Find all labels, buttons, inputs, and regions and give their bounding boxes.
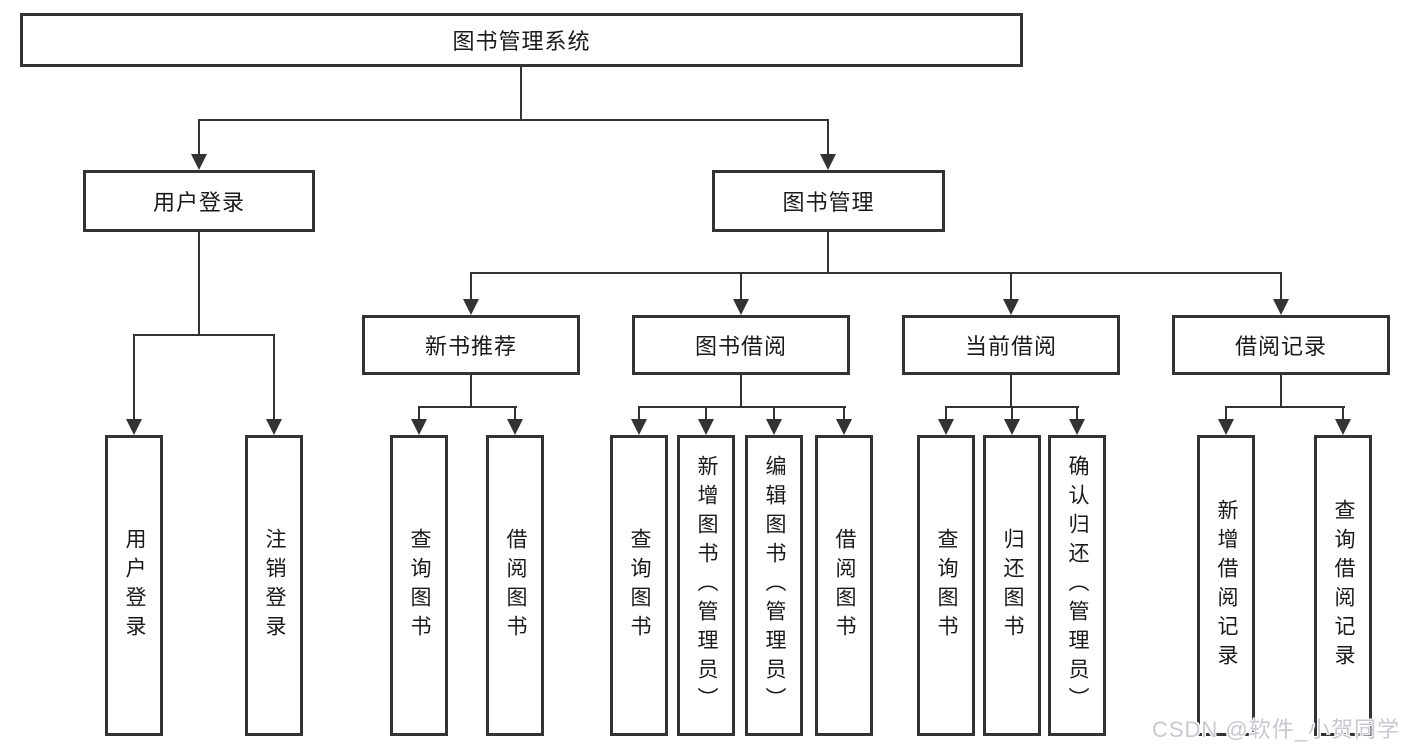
- node-book-borrowing-label: 图书借阅: [694, 334, 787, 359]
- arrow-down-icon: [1335, 419, 1351, 435]
- connector-line: [1225, 406, 1227, 421]
- connector-line: [470, 272, 472, 301]
- node-leaf-query-borrow-record: 查询借阅记录: [1314, 435, 1372, 736]
- node-current-borrowing: 当前借阅: [902, 315, 1120, 375]
- connector-line: [198, 119, 829, 121]
- node-leaf-edit-books-admin: 编辑图书（管理员）: [745, 435, 803, 736]
- arrow-down-icon: [1004, 419, 1020, 435]
- connector-line: [198, 119, 200, 156]
- node-leaf-query-books-1: 查询图书: [390, 435, 448, 736]
- arrow-down-icon: [126, 419, 142, 435]
- connector-line: [198, 232, 200, 336]
- node-leaf-borrow-books-1-label: 借阅图书: [504, 527, 527, 644]
- node-leaf-user-login-label: 用户登录: [123, 527, 146, 644]
- node-leaf-add-borrow-record-label: 新增借阅记录: [1215, 498, 1238, 673]
- node-leaf-query-books-3-label: 查询图书: [935, 527, 958, 644]
- arrow-down-icon: [820, 154, 836, 170]
- arrow-down-icon: [631, 419, 647, 435]
- arrow-down-icon: [1069, 419, 1085, 435]
- arrow-down-icon: [766, 419, 782, 435]
- node-leaf-borrow-books-2-label: 借阅图书: [833, 527, 856, 644]
- node-leaf-borrow-books-2: 借阅图书: [815, 435, 873, 736]
- arrow-down-icon: [938, 419, 954, 435]
- arrow-down-icon: [191, 154, 207, 170]
- arrow-down-icon: [1273, 299, 1289, 315]
- connector-line: [638, 406, 846, 408]
- connector-line: [1010, 375, 1012, 407]
- arrow-down-icon: [1218, 419, 1234, 435]
- connector-line: [740, 375, 742, 407]
- connector-line: [514, 406, 516, 421]
- connector-line: [1280, 375, 1282, 407]
- connector-line: [827, 119, 829, 156]
- connector-line: [638, 406, 640, 421]
- node-leaf-query-borrow-record-label: 查询借阅记录: [1332, 498, 1355, 673]
- node-leaf-user-login: 用户登录: [105, 435, 163, 736]
- connector-line: [273, 334, 275, 421]
- connector-line: [773, 406, 775, 421]
- node-leaf-confirm-return-admin: 确认归还（管理员）: [1048, 435, 1106, 736]
- connector-line: [470, 272, 1282, 274]
- arrow-down-icon: [1003, 299, 1019, 315]
- node-user-login-label: 用户登录: [152, 190, 245, 215]
- connector-line: [945, 406, 947, 421]
- node-current-borrowing-label: 当前借阅: [964, 334, 1057, 359]
- node-leaf-return-books: 归还图书: [983, 435, 1041, 736]
- connector-line: [1342, 406, 1344, 421]
- node-leaf-edit-books-admin-label: 编辑图书（管理员）: [763, 455, 786, 716]
- node-leaf-confirm-return-admin-label: 确认归还（管理员）: [1066, 455, 1089, 716]
- connector-line: [1280, 272, 1282, 301]
- arrow-down-icon: [836, 419, 852, 435]
- arrow-down-icon: [733, 299, 749, 315]
- node-leaf-logout: 注销登录: [245, 435, 303, 736]
- node-root: 图书管理系统: [20, 13, 1023, 67]
- arrow-down-icon: [266, 419, 282, 435]
- node-leaf-query-books-2-label: 查询图书: [628, 527, 651, 644]
- connector-line: [470, 375, 472, 407]
- node-root-label: 图书管理系统: [452, 29, 591, 54]
- connector-line: [1011, 406, 1013, 421]
- node-leaf-borrow-books-1: 借阅图书: [486, 435, 544, 736]
- connector-line: [418, 406, 517, 408]
- connector-line: [1010, 272, 1012, 301]
- node-book-management: 图书管理: [712, 170, 945, 232]
- node-leaf-return-books-label: 归还图书: [1001, 527, 1024, 644]
- connector-line: [740, 272, 742, 301]
- arrow-down-icon: [463, 299, 479, 315]
- node-borrowing-records: 借阅记录: [1172, 315, 1390, 375]
- arrow-down-icon: [411, 419, 427, 435]
- watermark: CSDN @软件_小贺同学: [1151, 717, 1400, 742]
- connector-line: [133, 334, 275, 336]
- connector-line: [843, 406, 845, 421]
- node-leaf-add-borrow-record: 新增借阅记录: [1197, 435, 1255, 736]
- node-leaf-add-books-admin: 新增图书（管理员）: [677, 435, 735, 736]
- connector-line: [827, 232, 829, 274]
- node-book-management-label: 图书管理: [782, 190, 875, 215]
- connector-line: [705, 406, 707, 421]
- connector-line: [1076, 406, 1078, 421]
- connector-line: [1225, 406, 1345, 408]
- connector-line: [133, 334, 135, 421]
- node-leaf-query-books-1-label: 查询图书: [408, 527, 431, 644]
- node-leaf-add-books-admin-label: 新增图书（管理员）: [695, 455, 718, 716]
- node-leaf-logout-label: 注销登录: [263, 527, 286, 644]
- node-user-login: 用户登录: [83, 170, 315, 232]
- node-borrowing-records-label: 借阅记录: [1234, 334, 1327, 359]
- node-leaf-query-books-3: 查询图书: [917, 435, 975, 736]
- connector-line: [418, 406, 420, 421]
- node-book-borrowing: 图书借阅: [632, 315, 850, 375]
- arrow-down-icon: [698, 419, 714, 435]
- arrow-down-icon: [507, 419, 523, 435]
- connector-line: [520, 67, 522, 121]
- node-new-book-recommend: 新书推荐: [362, 315, 580, 375]
- node-leaf-query-books-2: 查询图书: [610, 435, 668, 736]
- node-new-book-recommend-label: 新书推荐: [424, 334, 517, 359]
